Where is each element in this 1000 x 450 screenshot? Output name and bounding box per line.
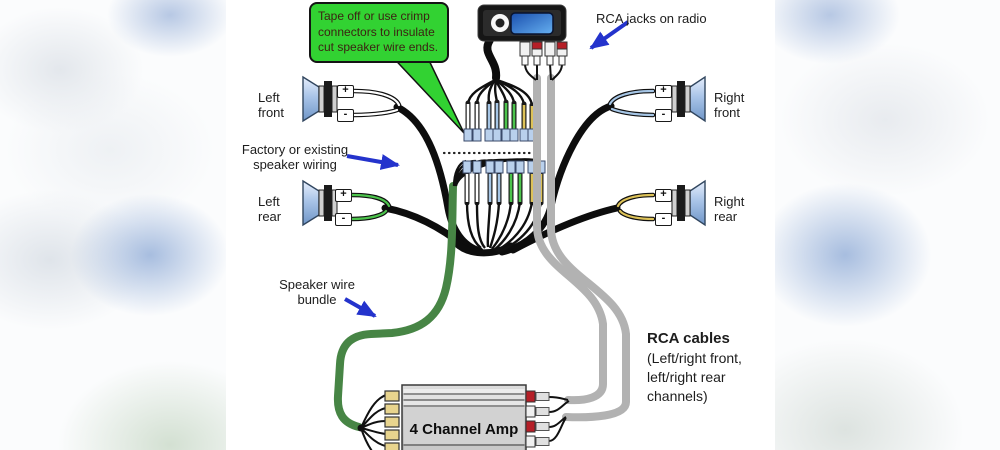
crimp-connectors-upper [463, 128, 537, 142]
cable-right-rear [509, 204, 621, 254]
amp-rca-wires [548, 396, 570, 442]
label-right-rear: Right rear [714, 194, 745, 225]
radio-display [510, 12, 554, 35]
radio-knob-center [495, 18, 505, 28]
speaker-cone [689, 179, 706, 227]
speaker-cone [302, 179, 320, 227]
terminal-left-front-minus: - [337, 109, 354, 122]
rca-cable-rear [547, 74, 630, 422]
blurred-right-margin [775, 0, 1000, 450]
label-rca-cables-title: RCA cables [647, 330, 730, 347]
label-rca-cables-line1: (Left/right front, [647, 350, 742, 367]
speaker-cone [302, 75, 320, 123]
speaker-pigtails [349, 88, 656, 222]
harness-fanout [466, 78, 534, 106]
speaker-wire-bundle [333, 182, 457, 431]
label-factory-wiring: Factory or existing speaker wiring [241, 142, 349, 173]
rca-cables [533, 74, 630, 422]
upper-wire-group [463, 36, 537, 142]
blurred-left-margin [0, 0, 226, 450]
annotation-arrows [344, 20, 630, 318]
callout-text: Tape off or use crimp connectors to insu… [318, 9, 439, 55]
arrow-rca-jacks [589, 20, 630, 50]
terminal-left-rear-plus: + [335, 189, 352, 202]
terminal-left-rear-minus: - [335, 213, 352, 226]
label-rca-cables-line3: channels) [647, 388, 708, 405]
speaker-left-rear [302, 179, 338, 227]
label-amp: 4 Channel Amp [409, 421, 519, 438]
radio-jack-wires [524, 63, 563, 81]
amp-rca-jacks [525, 390, 550, 448]
speaker-right-rear [671, 179, 706, 227]
amp-ridges [403, 389, 525, 450]
diagram-background [226, 0, 775, 450]
amplifier [357, 384, 570, 450]
label-rca-jacks-on-radio: RCA jacks on radio [596, 11, 707, 26]
speaker-right-front [671, 75, 706, 123]
cable-left-front [393, 103, 484, 255]
radio [477, 4, 568, 81]
label-right-front: Right front [714, 90, 745, 121]
terminal-right-front-minus: - [655, 109, 672, 122]
terminal-right-rear-plus: + [655, 189, 672, 202]
terminal-right-rear-minus: - [655, 213, 672, 226]
label-left-rear: Left rear [258, 194, 282, 225]
speaker-cone [689, 75, 706, 123]
lower-converge-wires [465, 201, 543, 254]
label-rca-cables-line2: left/right rear [647, 369, 726, 386]
arrow-factory-wiring [346, 154, 400, 170]
terminal-left-front-plus: + [337, 85, 354, 98]
callout-note: Tape off or use crimp connectors to insu… [309, 2, 449, 63]
label-speaker-wire-bundle: Speaker wire bundle [279, 277, 355, 308]
amp-terminals [384, 390, 400, 450]
speaker-left-front [302, 75, 338, 123]
label-rca-cables: RCA cables (Left/right front, left/right… [647, 329, 772, 406]
radio-harness [483, 36, 501, 82]
radio-rca-jacks [519, 41, 568, 66]
rca-cable-front [533, 74, 607, 405]
amp-input-wires [360, 394, 387, 450]
arrow-speaker-bundle [344, 297, 377, 318]
terminal-right-front-plus: + [655, 85, 672, 98]
crimp-connectors-lower [462, 160, 546, 174]
label-left-front: Left front [258, 90, 285, 121]
